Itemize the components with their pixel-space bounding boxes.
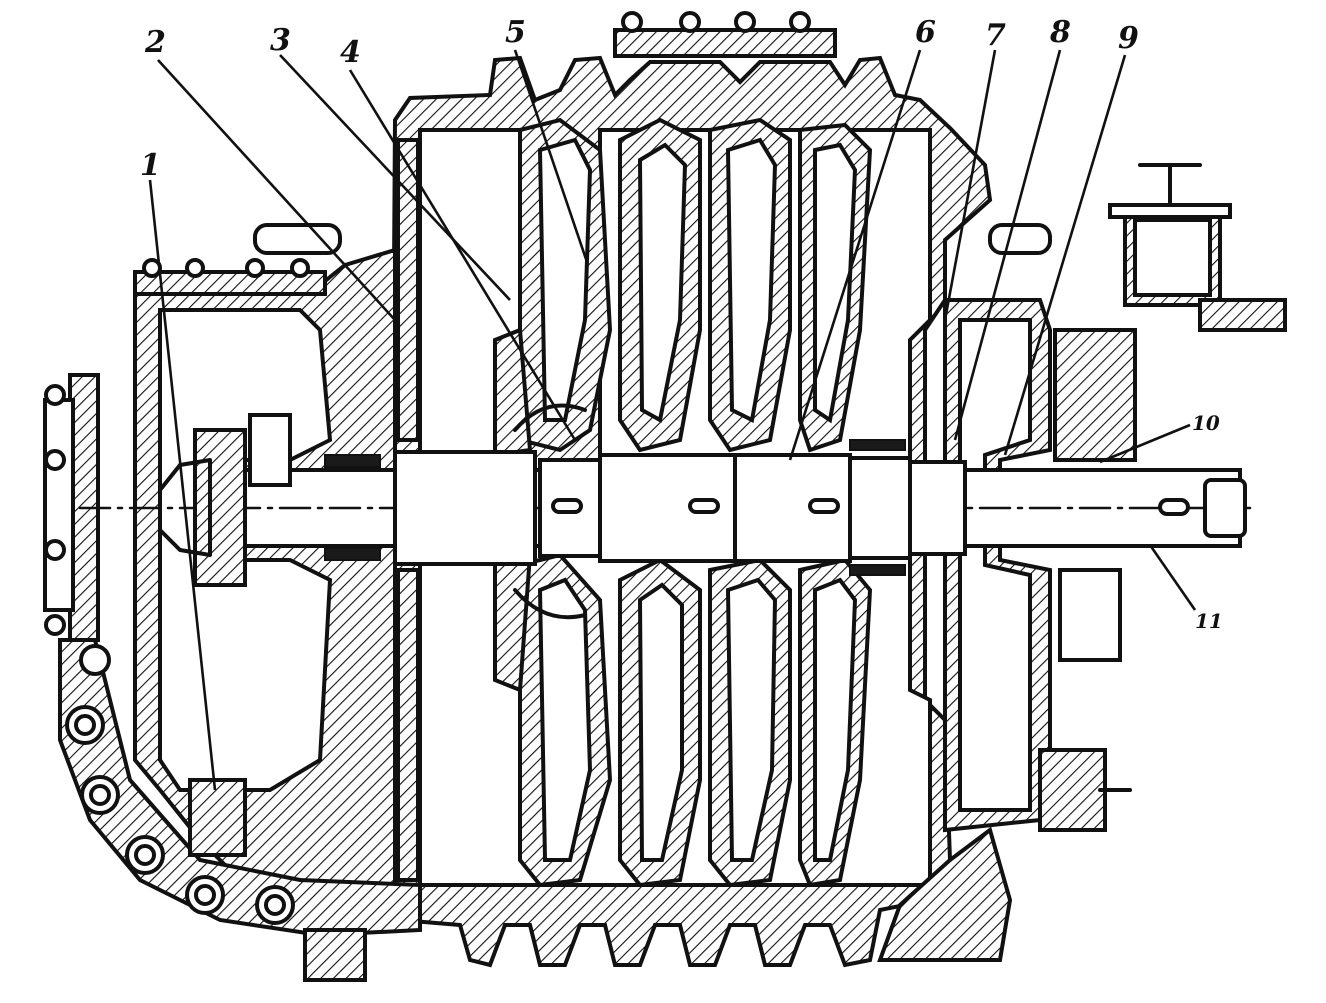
callout-4: 4: [340, 35, 361, 70]
right-auxiliaries: [188, 163, 1287, 857]
callout-1: 1: [140, 148, 161, 183]
callout-2: 2: [144, 25, 166, 60]
flow-arrows: [513, 403, 587, 620]
callout-6: 6: [915, 15, 936, 50]
rotor-shaft: [78, 413, 1252, 587]
callout-10: 10: [1192, 411, 1220, 435]
callout-7: 7: [985, 18, 1006, 53]
callout-9: 9: [1118, 21, 1139, 56]
top-flange-bolts: [133, 11, 837, 296]
callout-labels: 1 2 3 4 5 6 7 8 9 10 11: [140, 15, 1223, 633]
callout-3: 3: [270, 23, 291, 58]
callout-leaders: [148, 49, 1197, 791]
volute-bolts: [44, 384, 295, 925]
callout-8: 8: [1049, 15, 1071, 50]
impeller-stages: [396, 117, 873, 888]
callout-11: 11: [1195, 609, 1223, 633]
callout-5: 5: [505, 15, 526, 50]
